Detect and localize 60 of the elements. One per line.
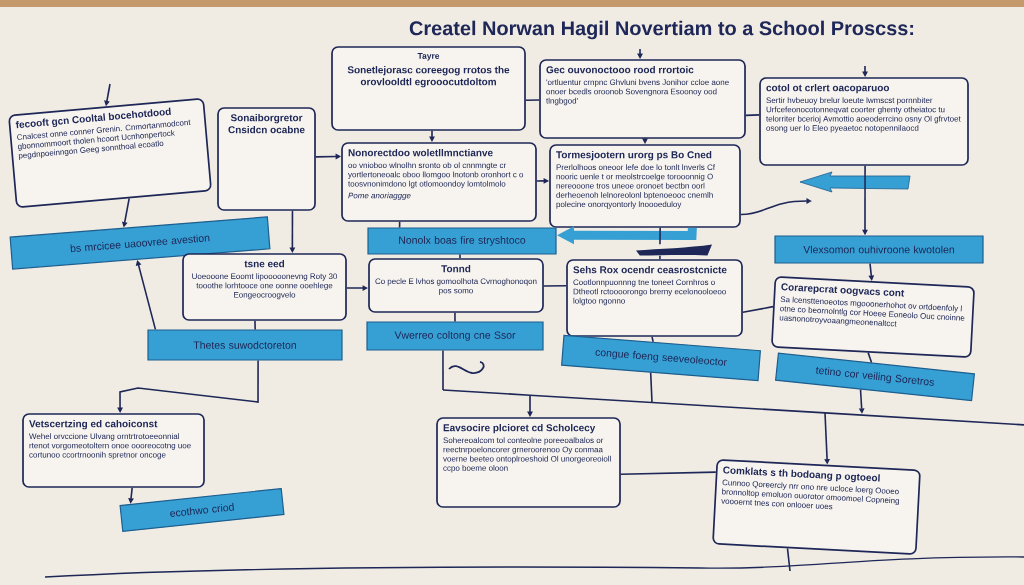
arrow: [862, 65, 868, 77]
connector-line: [442, 389, 531, 396]
arrow: [527, 394, 533, 417]
connector-line: [742, 305, 774, 314]
box-heading: Tormesjootern urorg ps Bo Cned: [556, 151, 712, 161]
connector-line: [651, 336, 654, 343]
connector-line: [459, 253, 461, 259]
arrow: [429, 130, 435, 142]
process-box: [436, 417, 621, 508]
connector-line: [745, 114, 760, 117]
process-box: [368, 258, 544, 313]
box-heading: Gec ouvonoctooo rood rrortoic: [546, 66, 694, 74]
connector-line: [529, 394, 653, 404]
process-box: [759, 77, 969, 166]
banner: Vwerreo coltong cne Ssor: [366, 321, 544, 351]
connector-line: [525, 99, 540, 102]
connector-line: [543, 284, 567, 287]
banner: congue foeng seeveoleoctor: [561, 334, 761, 382]
box-heading: Sehs Rox ocendr ceasrostcnicte: [573, 266, 727, 274]
arrow: [868, 262, 875, 281]
connector-line: [398, 221, 401, 229]
box-heading: Corarepcrat oogvacs cont: [781, 283, 905, 297]
process-box: [566, 259, 743, 337]
banner: Thetes suwodctoreton: [147, 329, 343, 361]
connector-line: [867, 351, 873, 364]
box-heading: Sonetlejorasc coreegog rrotos the orovlooldtl egrooocutdoltom: [347, 66, 510, 88]
process-box: [182, 253, 347, 321]
banner: Nonolx boas fire stryshtoco: [367, 227, 557, 255]
connector-line: [454, 312, 456, 323]
arrow: [289, 210, 296, 253]
process-box: [217, 107, 316, 211]
connector-line: [649, 372, 653, 404]
arrow: [642, 138, 648, 144]
arrow: [740, 198, 812, 216]
box-heading: cotol ot crlert oacoparuoo: [766, 84, 890, 94]
box-label: Tayre: [417, 53, 440, 61]
arrow: [117, 359, 259, 413]
box-heading: Vetscertzing ed cahoiconst: [29, 420, 158, 430]
process-box: [549, 144, 741, 228]
swoosh-shape: [636, 244, 712, 256]
connector-line: [254, 320, 256, 331]
connector-line: [786, 547, 791, 572]
title: Createl Norwan Hagil Novertiam to a School Proscss:: [409, 20, 914, 40]
process-box: [539, 59, 746, 139]
process-box: [22, 413, 205, 488]
box-heading: Tonnd: [441, 265, 471, 273]
connector-line: [659, 254, 661, 260]
process-box: [8, 98, 212, 208]
box-heading: Eavsocire plcioret cd Scholcecy: [443, 424, 596, 434]
process-box: [341, 142, 537, 222]
connector-line: [620, 471, 717, 475]
process-box: [331, 46, 526, 131]
box-heading: Nonorectdoo woletllmnctianve: [348, 149, 493, 157]
connector-line: [442, 349, 444, 391]
arrow: [135, 260, 157, 331]
connector-line: [651, 401, 826, 414]
box-heading: Sonaiborgretor Cnsidcn ocabne: [228, 114, 305, 134]
connector-line: [659, 227, 661, 246]
arrow: [637, 48, 643, 59]
banner: Vlexsomon ouhivroone kwotolen: [774, 235, 984, 264]
